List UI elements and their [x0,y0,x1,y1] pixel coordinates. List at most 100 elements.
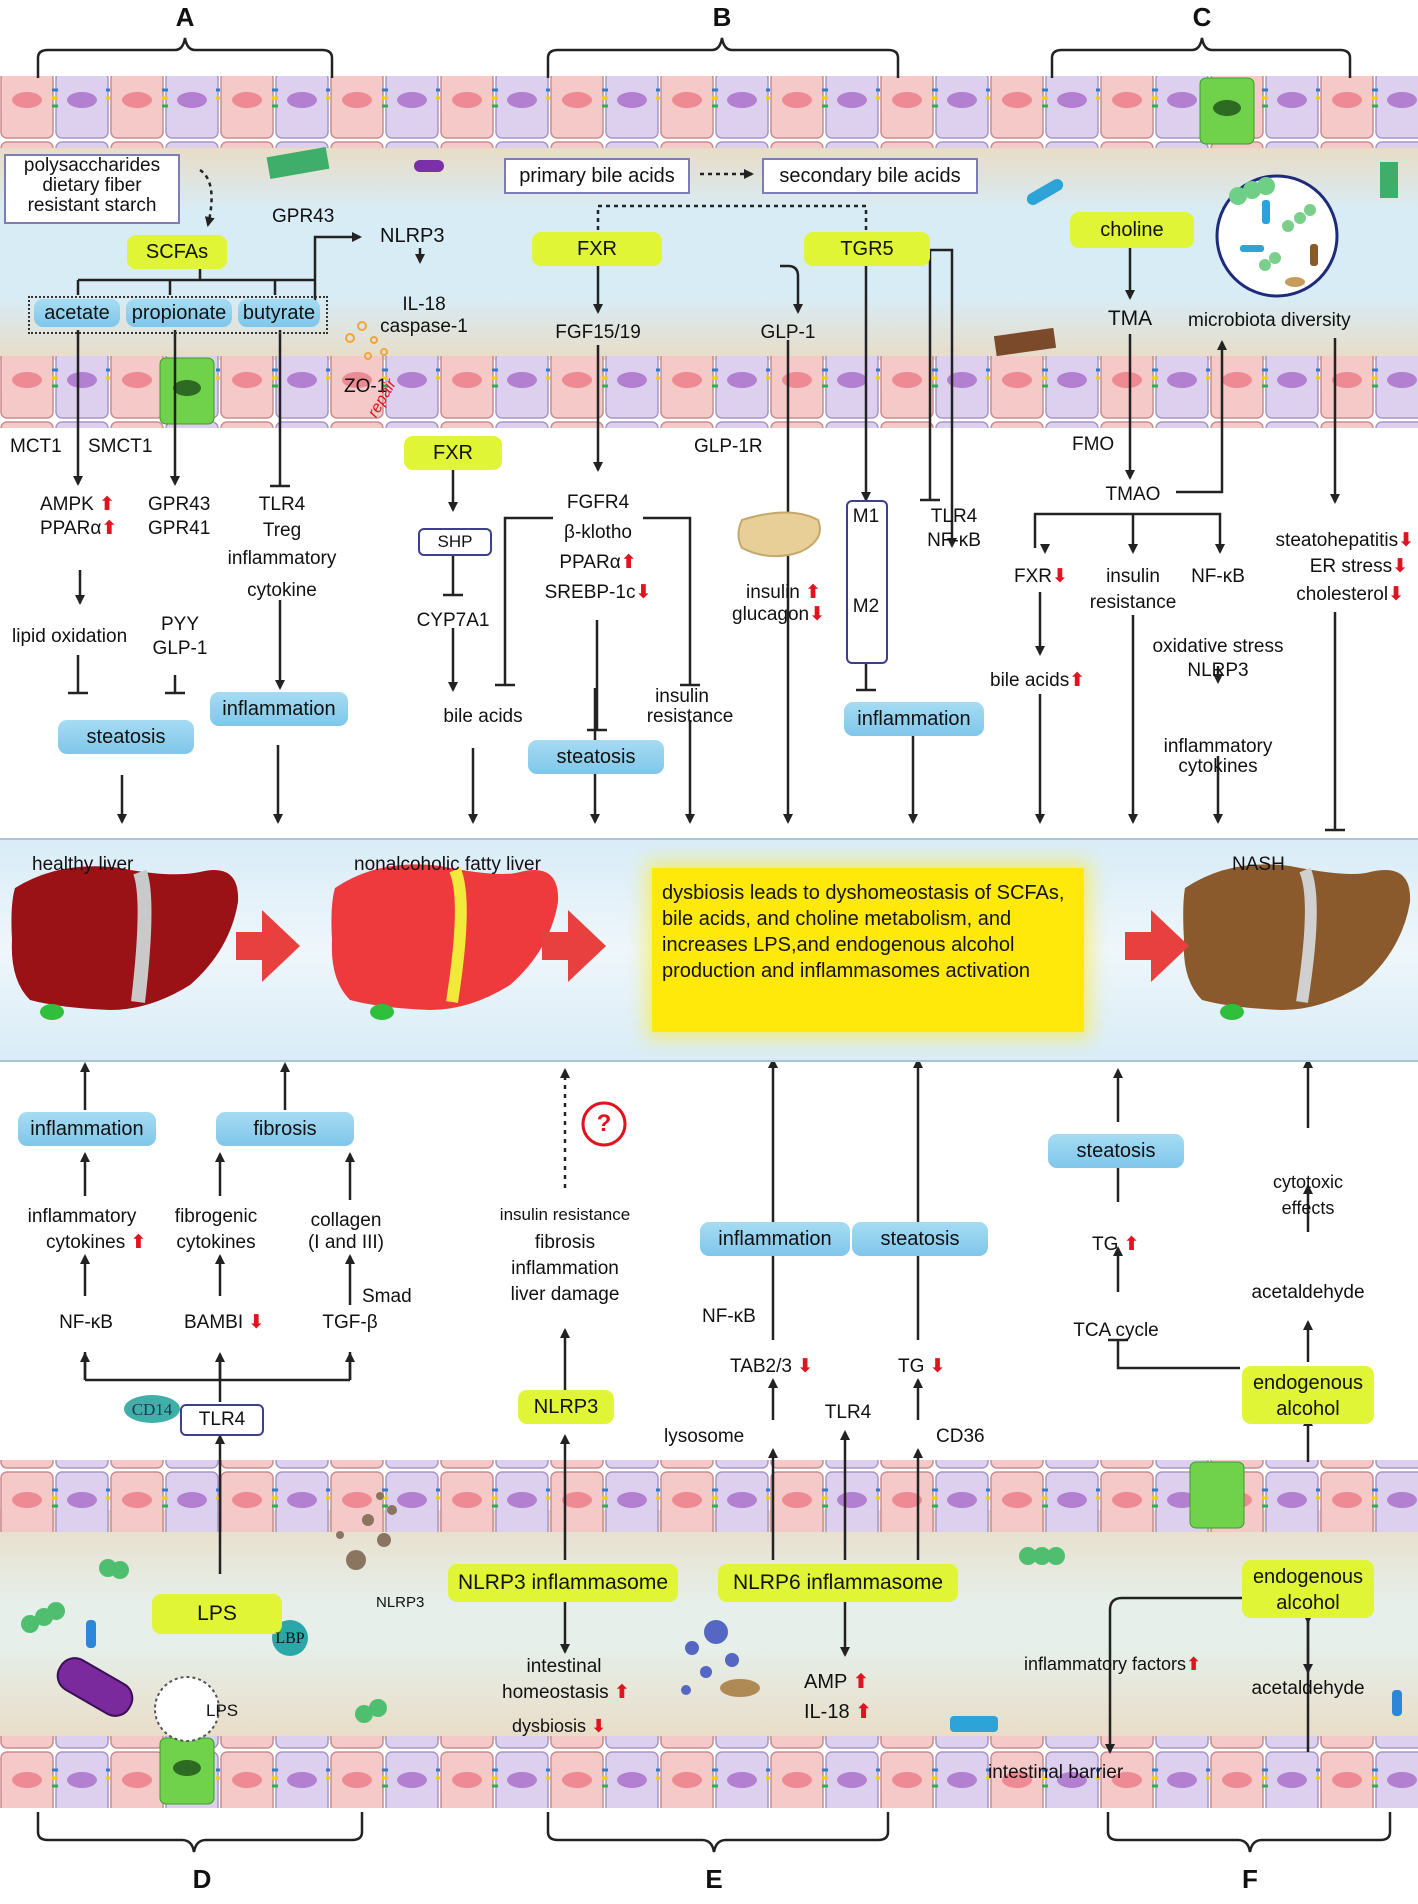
down-arrow-icon: ⬇ [929,1356,946,1377]
endogenous-alcohol-box-lower: endogenous alcohol [1242,1560,1374,1618]
panel-letter-d: D [192,1864,212,1894]
lbp-label: LBP [275,1630,305,1647]
down-arrow-icon: ⬇ [1398,530,1414,551]
nlrp6-inflammasome-box: NLRP6 inflammasome [718,1564,958,1602]
inflammation-box-d: inflammation [18,1112,156,1146]
label-inflammatory-d: inflammatory [27,1206,137,1227]
down-arrow-icon: ⬇ [1392,556,1408,577]
label-tma: TMA [1107,307,1153,330]
panel-letter-e: E [705,1864,723,1894]
endo-line2b: alcohol [1276,1592,1340,1614]
epithelium-top-outer [0,76,1418,148]
label-resistance-c: resistance [1089,592,1177,613]
label-er-stress: ER stress⬇ [1309,556,1408,577]
up-arrow-icon: ⬆ [130,1232,147,1253]
source-polysaccharides: polysaccharides [23,155,161,176]
label-nlrp3-c: NLRP3 [1187,660,1249,681]
label-fgfr4: FGFR4 [566,492,630,513]
label-tlr4-b: TLR4 [930,506,978,527]
label-microbiota-diversity: microbiota diversity [1188,310,1351,331]
up-arrow-icon: ⬆ [1123,1234,1140,1255]
epithelium-bottom-outer [0,1736,1418,1808]
inflammation-box-a: inflammation [210,692,348,726]
tlr4-receptor-box: TLR4 [180,1404,264,1436]
label-il18-e: IL-18 ⬆ [804,1701,872,1723]
label-fgf15-19: FGF15/19 [555,322,641,343]
label-tca-cycle: TCA cycle [1073,1320,1159,1341]
label-m2: M2 [852,596,880,617]
label-collagen: collagen [310,1210,382,1231]
panel-letter-c: C [1192,2,1212,32]
label-smct1: SMCT1 [88,436,153,457]
label-oxidative-stress: oxidative stress [1152,636,1284,657]
label-fibrogenic: fibrogenic [174,1206,258,1227]
label-glp1-b: GLP-1 [760,322,816,343]
label-cholesterol: cholesterol⬇ [1296,584,1404,605]
down-arrow-icon: ⬇ [797,1356,814,1377]
fxr-box-b2: FXR [404,436,502,470]
epithelium-top-inner [0,356,1418,428]
label-ppara-a: PPARα⬆ [40,518,118,539]
label-cytokines-c: cytokines [1178,756,1258,777]
label-bile-acids-b: bile acids [443,706,523,727]
label-nfkb-d: NF-κB [59,1312,113,1333]
fxr-box-b: FXR [532,232,662,266]
label-acetaldehyde-f1: acetaldehyde [1251,1282,1365,1303]
acetate-box: acetate [34,299,120,327]
label-dysbiosis: dysbiosis ⬇ [512,1716,607,1736]
label-nfkb-e: NF-κB [702,1306,756,1327]
label-fibrosis-e: fibrosis [534,1232,596,1253]
carbohydrate-source-box: polysaccharides dietary fiber resistant … [4,154,180,224]
cd14-label: CD14 [131,1400,173,1419]
label-treg: Treg [262,520,302,541]
steatosis-box-a: steatosis [58,720,194,754]
up-arrow-icon: ⬆ [1069,670,1086,691]
label-tab23: TAB2/3 ⬇ [730,1356,814,1377]
label-bambi: BAMBI ⬇ [184,1312,265,1333]
down-arrow-icon: ⬇ [591,1716,607,1736]
label-nfkb-b: NF-κB [927,530,981,551]
label-acetaldehyde-f2: acetaldehyde [1251,1678,1365,1699]
label-tmao: TMAO [1105,484,1161,505]
scfa-group [28,296,328,334]
label-cytotoxic: cytotoxic [1272,1172,1344,1192]
label-insulin-resistance-b2: resistance [646,706,734,727]
butyrate-box: butyrate [238,299,320,327]
label-liver-damage: liver damage [510,1284,620,1305]
label-collagen-types: (I and III) [307,1232,385,1253]
label-insulin-resistance-b1: insulin [655,686,709,707]
label-glucagon: glucagon⬇ [732,604,826,625]
secondary-bile-acids-box: secondary bile acids [762,158,978,194]
label-bile-acids-c: bile acids⬆ [990,670,1086,691]
label-lps-small: LPS [206,1701,239,1720]
label-m1: M1 [852,506,880,527]
summary-box: dysbiosis leads to dyshomeostasis of SCF… [652,868,1084,1032]
endo-line1: endogenous [1252,1372,1364,1394]
label-gpr43: GPR43 [148,494,211,515]
steatosis-box-e: steatosis [852,1222,988,1256]
up-arrow-icon: ⬆ [855,1701,872,1723]
label-gpr43-top: GPR43 [272,206,335,227]
down-arrow-icon: ⬇ [1052,566,1068,587]
label-inflammatory-a: inflammatory [227,548,337,569]
label-intestinal-e: intestinal [526,1656,602,1677]
label-ampk: AMPK ⬆ [40,494,116,515]
label-tlr4-a: TLR4 [258,494,306,515]
label-insulin-b: insulin ⬆ [746,582,822,603]
label-cyp7a1: CYP7A1 [416,610,490,631]
label-fxr-c: FXR⬇ [1014,566,1068,587]
down-arrow-icon: ⬇ [1388,584,1404,605]
label-amp: AMP ⬆ [804,1671,870,1693]
panel-letter-f: F [1242,1864,1258,1894]
label-nfkb-c: NF-κB [1191,566,1245,587]
label-nash: NASH [1232,854,1285,875]
up-arrow-icon: ⬆ [805,582,822,603]
label-cd36: CD36 [936,1426,985,1447]
label-cytokine-a: cytokine [247,580,317,601]
inflammation-box-e: inflammation [700,1222,850,1256]
label-lipid-oxidation: lipid oxidation [12,626,128,647]
label-insulin-resistance-e: insulin resistance [499,1205,631,1224]
question-mark-icon: ? [596,1110,612,1137]
label-intestinal-barrier: intestinal barrier [988,1762,1124,1783]
label-insulin-c: insulin [1106,566,1160,587]
